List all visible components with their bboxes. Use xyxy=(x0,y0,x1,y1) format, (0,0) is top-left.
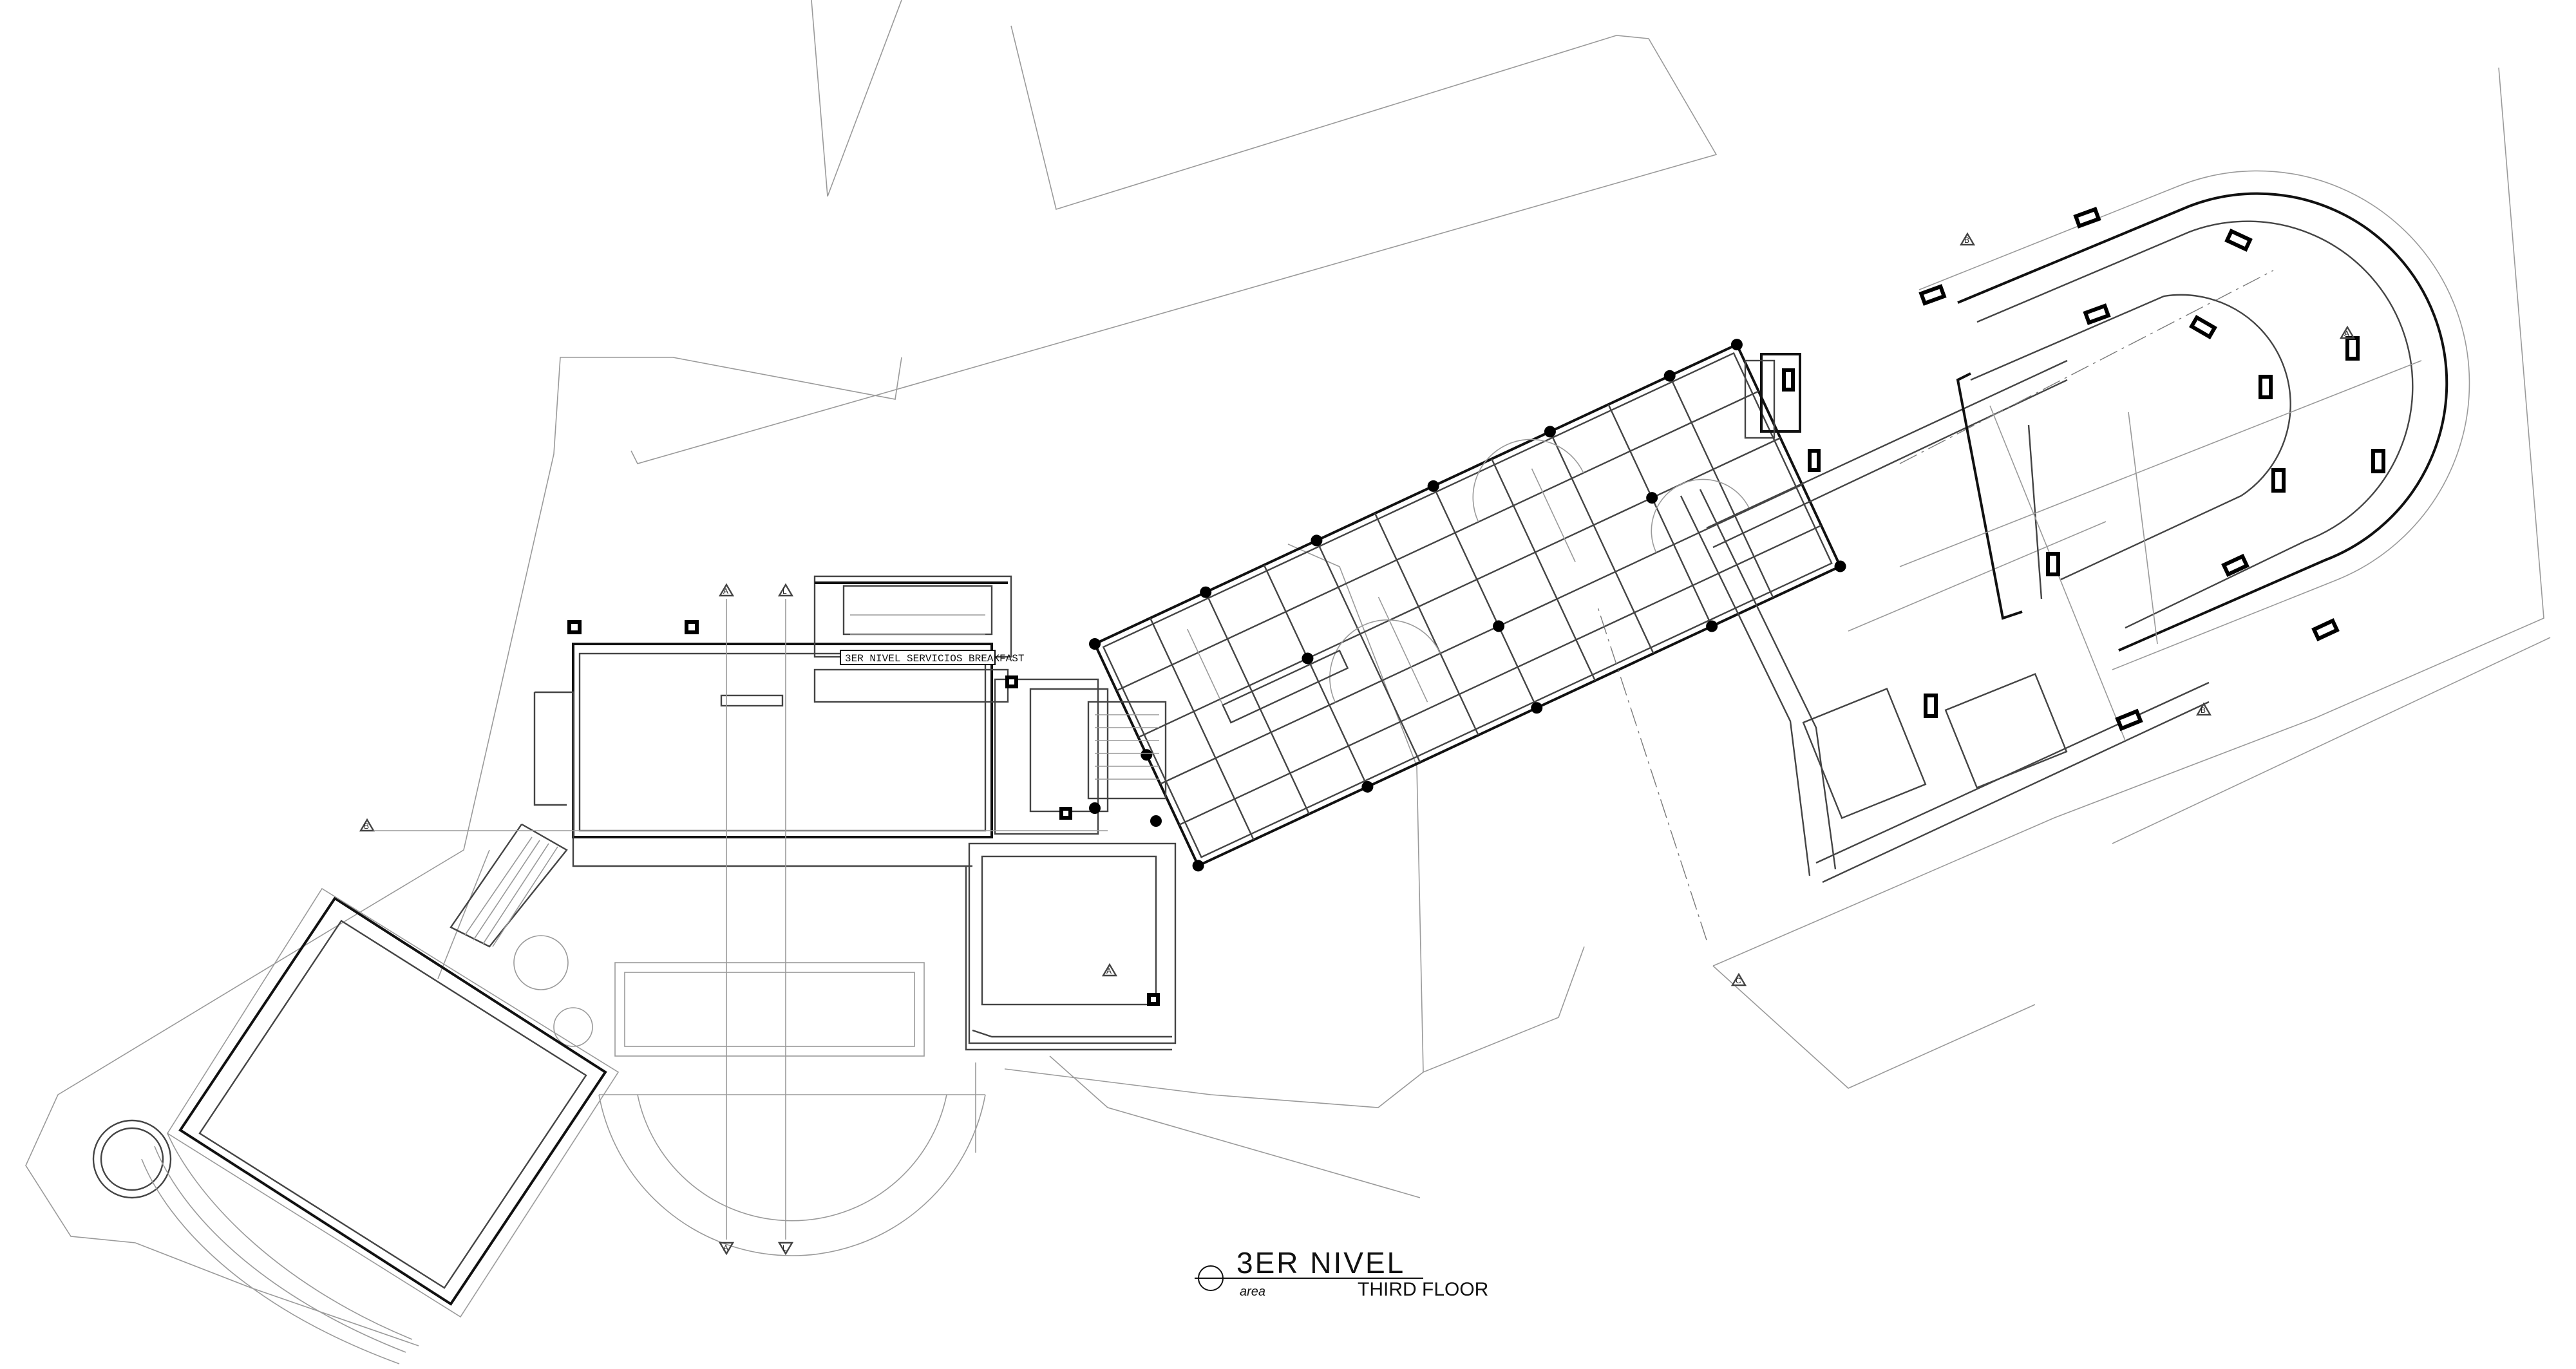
section-cut-lines xyxy=(374,599,1108,1240)
marker-a-right: A xyxy=(2339,325,2356,339)
marker-l-bottom: L xyxy=(777,1242,794,1256)
svg-text:L: L xyxy=(782,587,787,596)
svg-text:3ER NIVEL SERVICIOS BREAKFAST: 3ER NIVEL SERVICIOS BREAKFAST xyxy=(845,653,1024,665)
svg-text:A: A xyxy=(2344,329,2349,338)
marker-b-left: B xyxy=(359,818,375,832)
marker-b-right-bottom: B xyxy=(2195,702,2212,716)
drawing-title-en: THIRD FLOOR xyxy=(1358,1279,1488,1300)
marker-a-mid: A xyxy=(1101,963,1118,977)
svg-text:A: A xyxy=(723,587,728,596)
svg-text:C: C xyxy=(1736,976,1741,985)
right-wing xyxy=(1596,270,2274,941)
left-stair xyxy=(450,823,568,948)
svg-text:B: B xyxy=(1964,236,1969,245)
left-building xyxy=(533,575,1177,1051)
svg-text:B: B xyxy=(2201,706,2206,715)
site-boundary xyxy=(25,0,2551,1346)
section-markers: A L A L B B A C xyxy=(359,232,2356,1256)
svg-text:A: A xyxy=(1106,967,1112,976)
pool xyxy=(92,887,620,1364)
terrace-columns xyxy=(1782,207,2385,732)
central-building xyxy=(1089,339,1846,872)
marker-b-right-top: B xyxy=(1959,232,1976,246)
drawing-title-small: area xyxy=(1240,1285,1265,1299)
svg-text:L: L xyxy=(782,1243,787,1252)
marker-a-bottom: A xyxy=(718,1242,735,1256)
marker-l-top: L xyxy=(777,583,794,597)
services-label: 3ER NIVEL SERVICIOS BREAKFAST xyxy=(840,650,1024,665)
svg-text:B: B xyxy=(364,822,369,831)
drawing-title-es: 3ER NIVEL xyxy=(1236,1246,1405,1279)
title-block: 3ER NIVEL area THIRD FLOOR xyxy=(1195,1246,1488,1300)
marker-c-right: C xyxy=(1730,972,1747,987)
svg-text:A: A xyxy=(723,1243,728,1252)
terrace xyxy=(513,935,986,1256)
marker-a-top: A xyxy=(718,583,735,597)
rounded-terrace xyxy=(1899,170,2470,741)
central-connectors xyxy=(1005,675,1167,1006)
